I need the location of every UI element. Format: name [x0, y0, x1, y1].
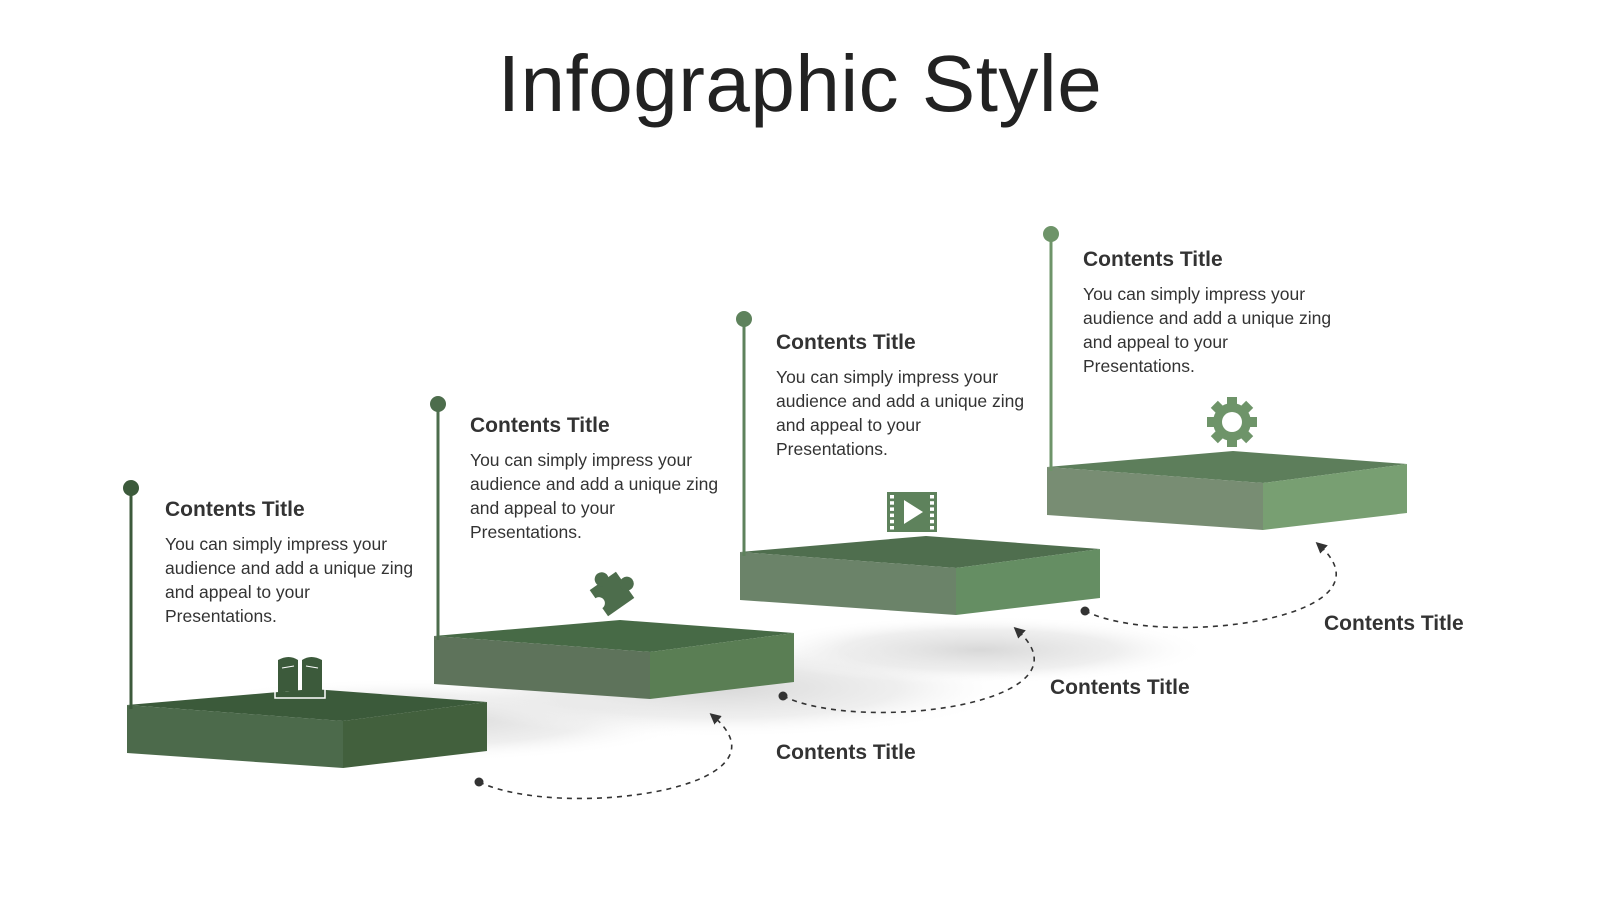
- connector-start-dot-2: [778, 691, 788, 701]
- step-2-top-face: [434, 620, 794, 652]
- step-3-block: [736, 311, 1100, 615]
- arrow-label-2: Contents Title: [1050, 676, 1190, 699]
- step-1-text: Contents Title You can simply impress yo…: [165, 498, 415, 628]
- step-2-description: You can simply impress your audience and…: [470, 450, 719, 542]
- step-2-front-face: [434, 636, 650, 699]
- step-2-text: Contents Title You can simply impress yo…: [470, 414, 720, 544]
- step-4-description: You can simply impress your audience and…: [1083, 284, 1332, 376]
- gear-icon: [1207, 397, 1257, 447]
- step-4-front-face: [1047, 467, 1263, 530]
- arrow-label-3: Contents Title: [1324, 612, 1464, 635]
- step-2-block: [430, 396, 794, 699]
- step-3-top-face: [740, 536, 1100, 568]
- book-icon: [274, 657, 326, 699]
- step-4-pin-dot: [1043, 226, 1059, 242]
- step-4-top-face: [1047, 451, 1407, 483]
- connector-arrow-1: [474, 713, 733, 800]
- connector-arrow-2: [778, 627, 1035, 714]
- video-icon: [887, 492, 937, 532]
- connector-arrow-3: [1080, 542, 1337, 629]
- step-1-top-face: [127, 689, 487, 721]
- step-3-text: Contents Title You can simply impress yo…: [776, 331, 1026, 461]
- connector-start-dot-3: [1080, 606, 1090, 616]
- step-1-front-face: [127, 705, 343, 768]
- step-2-title: Contents Title: [470, 414, 610, 437]
- step-4-title: Contents Title: [1083, 248, 1223, 271]
- step-3-description: You can simply impress your audience and…: [776, 367, 1025, 459]
- step-4-block: [1043, 226, 1407, 530]
- step-4-text: Contents Title You can simply impress yo…: [1083, 248, 1333, 378]
- step-1-description: You can simply impress your audience and…: [165, 534, 414, 626]
- step-2-pin-dot: [430, 396, 446, 412]
- step-1-pin-dot: [123, 480, 139, 496]
- step-2-side-face: [650, 633, 794, 699]
- step-3-pin-dot: [736, 311, 752, 327]
- arrow-label-1: Contents Title: [776, 741, 916, 764]
- step-3-title: Contents Title: [776, 331, 916, 354]
- step-1-side-face: [343, 702, 487, 768]
- step-3-front-face: [740, 552, 956, 615]
- step-1-block: [123, 480, 487, 768]
- page-title: Infographic Style: [497, 39, 1103, 128]
- step-3-side-face: [956, 549, 1100, 615]
- step-4-side-face: [1263, 464, 1407, 530]
- connector-start-dot-1: [474, 777, 484, 787]
- puzzle-icon: [589, 571, 635, 617]
- step-1-title: Contents Title: [165, 498, 305, 521]
